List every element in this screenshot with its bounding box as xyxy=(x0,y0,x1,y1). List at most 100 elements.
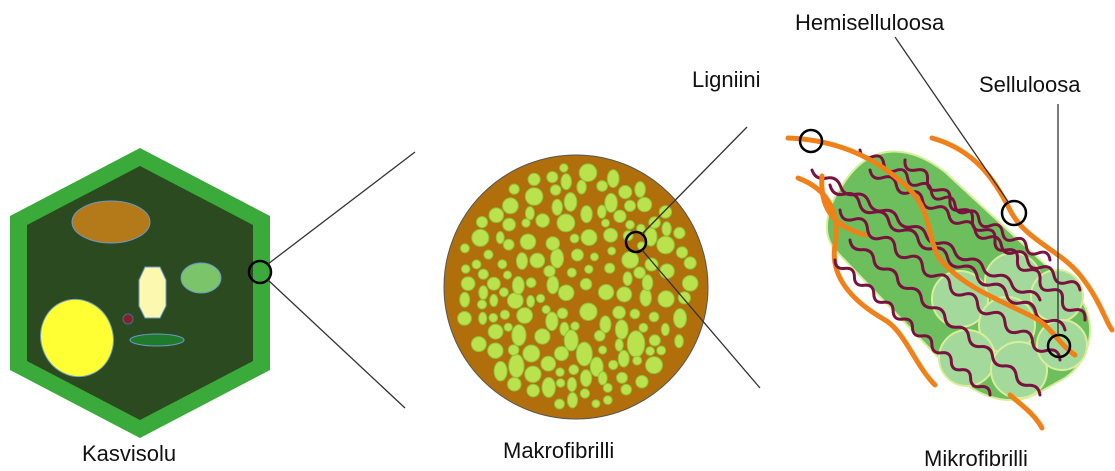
fibril xyxy=(503,271,511,279)
fibril xyxy=(626,220,635,229)
fibril xyxy=(509,354,524,377)
fibril xyxy=(536,214,550,228)
fibril xyxy=(522,219,530,227)
fibril xyxy=(649,335,660,346)
fibril xyxy=(581,230,597,246)
fibril xyxy=(500,310,509,319)
fibril xyxy=(490,294,498,306)
fibril xyxy=(523,345,540,362)
fibril xyxy=(676,247,687,258)
fibril xyxy=(674,227,685,238)
organelle-dark-green xyxy=(130,334,184,346)
lignin-leader-line xyxy=(642,127,747,234)
fibril xyxy=(520,234,536,250)
fibril xyxy=(570,234,579,243)
fibril xyxy=(564,193,577,212)
fibril xyxy=(564,330,578,351)
fibril xyxy=(577,180,586,194)
fibril xyxy=(598,372,607,385)
hemicellulose-label: Hemiselluloosa xyxy=(795,12,944,34)
fibril xyxy=(476,217,487,228)
fibril xyxy=(550,185,561,196)
cellulose-strand xyxy=(939,330,995,386)
fibril xyxy=(503,198,519,214)
fibril xyxy=(646,347,655,356)
fibril xyxy=(555,399,565,409)
fibril xyxy=(658,291,674,307)
fibril xyxy=(507,293,523,309)
fibril xyxy=(662,222,671,236)
fibril xyxy=(525,366,541,382)
fibril xyxy=(618,350,629,367)
organelle-cream xyxy=(139,267,166,318)
fibril xyxy=(581,206,593,223)
fibril xyxy=(639,323,648,332)
lignin-label: Ligniini xyxy=(692,69,761,91)
fibril xyxy=(488,324,503,339)
fibril xyxy=(571,249,583,261)
fibril xyxy=(460,292,470,307)
fibril xyxy=(503,218,516,231)
fibril xyxy=(660,264,675,279)
fibril xyxy=(536,294,544,302)
zoom-line-top xyxy=(268,152,415,264)
fibril xyxy=(675,335,684,348)
fibril xyxy=(494,361,507,381)
fibril xyxy=(603,396,612,405)
fibril xyxy=(542,305,550,313)
fibril xyxy=(542,377,555,397)
fibril xyxy=(605,263,615,273)
fibril xyxy=(499,288,508,297)
fibril xyxy=(622,252,639,269)
fibril xyxy=(607,170,619,188)
fibril xyxy=(544,266,555,277)
fibril xyxy=(461,277,475,291)
fibril xyxy=(458,312,472,326)
plant-cell-label: Kasvisolu xyxy=(82,443,176,465)
fibril xyxy=(554,347,568,361)
fibril xyxy=(567,377,576,391)
fibril xyxy=(460,244,469,253)
fibril xyxy=(479,312,487,324)
fibril xyxy=(560,164,568,172)
fibril xyxy=(661,323,669,335)
fibril xyxy=(547,172,558,183)
fibril xyxy=(594,330,605,341)
fibril xyxy=(516,253,527,270)
fibril xyxy=(471,337,486,352)
fibril xyxy=(642,275,653,291)
fibril xyxy=(604,228,618,242)
fibril xyxy=(546,237,560,251)
fibril xyxy=(477,300,486,309)
vacuole-brown xyxy=(72,201,150,243)
fibril xyxy=(649,312,659,322)
macrofibril-label: Makrofibrilli xyxy=(503,440,614,462)
fibril xyxy=(569,365,579,375)
fibril xyxy=(580,303,597,320)
fibril xyxy=(558,285,574,301)
fibril xyxy=(525,207,534,220)
fibril xyxy=(561,174,572,190)
cellulose-label: Selluloosa xyxy=(979,74,1081,96)
fibril xyxy=(567,268,576,277)
fibril xyxy=(508,345,519,356)
fibril xyxy=(635,182,646,198)
fibril xyxy=(619,186,632,199)
fibril xyxy=(509,184,519,194)
fibril xyxy=(684,257,696,269)
fibril xyxy=(630,309,640,319)
fibril xyxy=(484,250,493,259)
microfibril xyxy=(788,130,1112,428)
fibril xyxy=(597,181,608,192)
fibril xyxy=(556,379,565,388)
fibril xyxy=(645,258,658,271)
fibril xyxy=(615,339,623,351)
fibril xyxy=(472,229,489,246)
fibril xyxy=(605,193,618,212)
fibril xyxy=(508,377,522,391)
fibril xyxy=(547,276,559,294)
fibril xyxy=(528,173,540,185)
lignin-strand xyxy=(1010,395,1042,428)
organelle-green xyxy=(181,263,221,293)
fibril xyxy=(557,308,568,319)
